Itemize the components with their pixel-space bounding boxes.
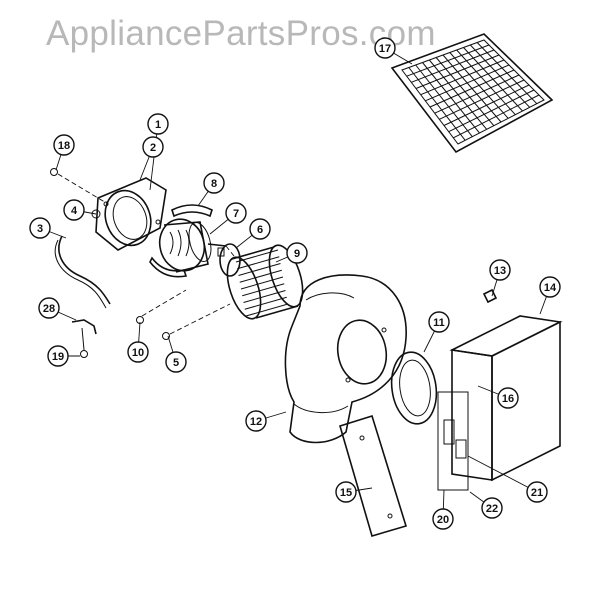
callout-6: 6 [249,218,271,240]
callout-20: 20 [432,508,454,530]
blower-housing [284,274,407,444]
callout-circle [335,481,357,503]
callout-circle [147,113,169,135]
callout-2: 2 [142,136,164,158]
callout-10: 10 [127,341,149,363]
callout-number: 3 [37,223,43,235]
callout-circle [526,481,548,503]
callout-circle [63,199,85,221]
motor-clamp [217,243,241,277]
motor [158,218,227,273]
callout-number: 17 [379,43,391,55]
callout-3: 3 [29,217,51,239]
callout-number: 2 [150,142,156,154]
control-box [437,315,563,491]
leader-lines [39,47,551,520]
mounting-clip [482,288,498,304]
callout-circle [127,341,149,363]
mounting-ring [95,177,167,251]
callout-circle [53,134,75,156]
watermark-text: AppliancePartsPros.com [46,14,436,53]
callout-number: 11 [433,317,445,329]
callout-number: 12 [250,416,262,428]
callout-number: 22 [486,503,498,515]
callout-circle [489,259,511,281]
callout-circle [203,172,225,194]
callout-number: 28 [43,303,55,315]
callout-circle [481,497,503,519]
callout-circle [374,37,396,59]
callout-number: 14 [544,282,557,294]
callout-15: 15 [335,481,357,503]
callout-number: 10 [132,347,144,359]
callout-circle [245,410,267,432]
callout-17: 17 [374,37,396,59]
callout-circle [249,218,271,240]
callout-circle [29,217,51,239]
callout-22: 22 [481,497,503,519]
callout-circle [142,136,164,158]
power-cord [54,235,111,309]
callout-number: 13 [494,265,506,277]
ground-wire [71,319,97,351]
blower-wheel [226,244,304,320]
callout-circle [38,297,60,319]
callout-circle [286,242,308,264]
callout-circle [497,387,519,409]
callout-number: 21 [531,487,543,499]
callout-number: 7 [233,208,239,220]
callout-number: 6 [257,224,263,236]
callout-circle [428,311,450,333]
callout-number: 16 [502,393,514,405]
callout-12: 12 [245,410,267,432]
motor-bands [149,204,213,278]
callout-14: 14 [539,276,561,298]
callout-number: 18 [58,140,70,152]
callout-circle [539,276,561,298]
callout-circle [225,202,247,224]
callout-13: 13 [489,259,511,281]
callout-21: 21 [526,481,548,503]
callout-number: 4 [71,205,78,217]
callout-8: 8 [203,172,225,194]
callout-circle [165,351,187,373]
callout-9: 9 [286,242,308,264]
callout-number: 15 [340,487,352,499]
callout-18: 18 [53,134,75,156]
callout-number: 5 [173,357,179,369]
callout-11: 11 [428,311,450,333]
callout-1: 1 [147,113,169,135]
callout-number: 19 [52,351,64,363]
leader-line-21 [467,455,538,493]
cover-plate [339,414,408,537]
callout-circle [47,345,69,367]
filter-panel [390,33,554,154]
assembly-lines [57,173,235,335]
callout-28: 28 [38,297,60,319]
callout-19: 19 [47,345,69,367]
callout-number: 9 [294,248,300,260]
callout-16: 16 [497,387,519,409]
callout-4: 4 [63,199,85,221]
callout-5: 5 [165,351,187,373]
callout-7: 7 [225,202,247,224]
housing-gasket [390,351,438,425]
callout-number: 1 [155,119,161,131]
callout-number: 8 [211,178,217,190]
callout-circle [432,508,454,530]
callout-number: 20 [437,514,449,526]
